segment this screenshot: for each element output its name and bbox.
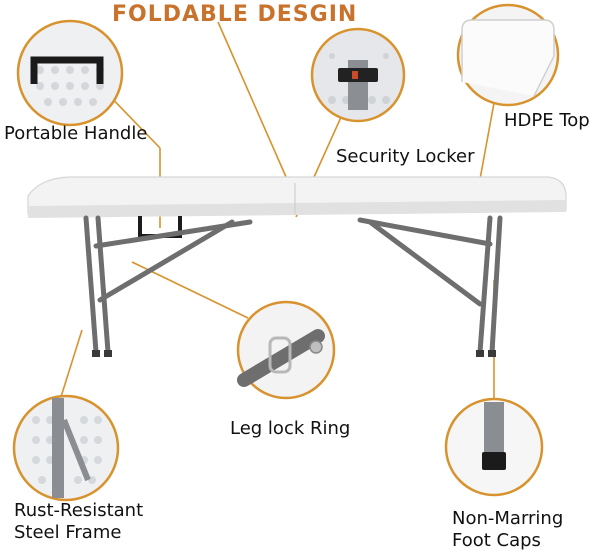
- handle-detail: [16, 19, 124, 127]
- frame-detail: [12, 394, 120, 502]
- label-security-locker: Security Locker: [336, 146, 475, 167]
- ring-detail: [236, 300, 336, 400]
- foot-cap-detail: [444, 397, 544, 497]
- leg-feet: [92, 350, 496, 357]
- label-rust-resistant-line1: Rust-Resistant: [14, 500, 144, 521]
- label-leg-lock-ring: Leg lock Ring: [230, 418, 351, 439]
- corner-detail: [456, 3, 560, 107]
- label-non-marring-line2: Foot Caps: [452, 530, 541, 551]
- locker-detail: [310, 27, 406, 123]
- label-portable-handle: Portable Handle: [4, 123, 148, 144]
- label-rust-resistant-line2: Steel Frame: [14, 522, 122, 543]
- tabletop: [27, 176, 567, 218]
- label-non-marring-line1: Non-Marring: [452, 508, 564, 529]
- label-rust-resistant-frame: Rust-Resistant Steel Frame: [14, 500, 194, 544]
- label-non-marring-foot-caps: Non-Marring Foot Caps: [452, 508, 600, 552]
- steel-frame: [83, 215, 503, 355]
- page-title: FOLDABLE DESGIN: [112, 2, 358, 27]
- label-hdpe-top: HDPE Top: [504, 110, 590, 131]
